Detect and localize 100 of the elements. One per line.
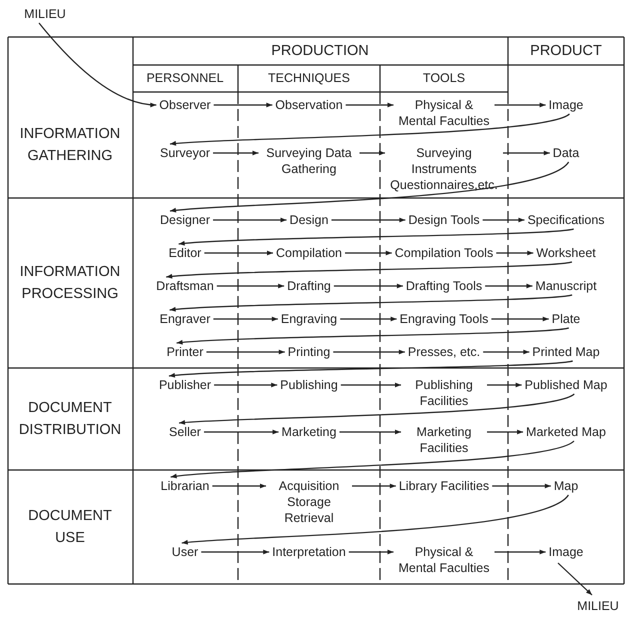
arrow	[333, 350, 405, 354]
arrow	[346, 102, 394, 108]
column-header: PERSONNEL	[146, 70, 224, 87]
arrow	[178, 228, 574, 246]
flow-label: Image	[548, 544, 584, 560]
flow-label: Engraving	[280, 311, 338, 327]
flow-label: Presses, etc.	[408, 344, 480, 360]
flow-label: Surveying Data Gathering	[262, 145, 356, 177]
arrow	[491, 316, 549, 322]
flow-label: Map	[554, 478, 578, 494]
flow-label: Librarian	[160, 478, 210, 494]
arrow	[213, 218, 287, 222]
arrow	[360, 150, 385, 156]
arrow	[204, 250, 273, 256]
flow-label: Plate	[552, 311, 580, 327]
arrow	[492, 484, 551, 488]
flow-label: Image	[548, 97, 584, 113]
flow-label: Library Facilities	[398, 478, 490, 494]
row-header: INFORMATION GATHERING	[18, 125, 122, 166]
flow-label: Publishing Facilities	[404, 377, 484, 409]
flow-label: Interpretation	[272, 544, 346, 560]
arrow	[170, 113, 570, 146]
flow-label: Drafting	[287, 278, 331, 294]
arrow	[212, 484, 266, 488]
flow-label: Acquisition Storage Retrieval	[269, 478, 349, 526]
arrow	[485, 284, 532, 288]
flow-label: MILIEU	[24, 6, 66, 22]
arrow	[206, 350, 285, 354]
arrow	[214, 382, 278, 388]
flow-label: Published Map	[524, 377, 608, 393]
flow-label: Designer	[160, 212, 210, 228]
flow-label: Observation	[275, 97, 343, 113]
flow-label: Specifications	[527, 212, 605, 228]
column-header: TECHNIQUES	[268, 70, 350, 87]
arrow	[487, 430, 524, 434]
flow-label: Printed Map	[532, 344, 600, 360]
flow-label: Surveying Instruments Questionnaires,etc.	[388, 145, 500, 193]
arrow	[178, 393, 574, 425]
row-header: DOCUMENT USE	[27, 507, 113, 548]
flow-label: Compilation Tools	[394, 245, 494, 261]
flow-label: Data	[552, 145, 580, 161]
flow-label: Engraver	[160, 311, 210, 327]
arrow	[216, 284, 284, 288]
arrow	[331, 218, 406, 222]
flow-label: Draftsman	[156, 278, 214, 294]
arrow	[352, 484, 396, 488]
flow-label: Worksheet	[536, 245, 596, 261]
flow-label: Observer	[159, 97, 211, 113]
arrow	[558, 562, 592, 596]
arrow	[182, 494, 569, 545]
flow-label: Marketing	[282, 424, 336, 440]
flow-label: User	[172, 544, 198, 560]
flow-label: Drafting Tools	[406, 278, 482, 294]
flow-label: Design Tools	[408, 212, 480, 228]
arrow	[340, 382, 401, 388]
arrow	[339, 430, 401, 434]
flow-label: Marketing Facilities	[404, 424, 484, 456]
flow-label: Marketed Map	[526, 424, 606, 440]
row-header: DOCUMENT DISTRIBUTION	[18, 399, 122, 440]
arrow	[170, 440, 574, 479]
arrow	[345, 250, 392, 256]
arrow	[483, 350, 530, 354]
arrow	[334, 284, 403, 288]
flow-label: Publisher	[158, 377, 212, 393]
arrow	[170, 162, 569, 213]
flow-label: Surveyor	[160, 145, 210, 161]
flow-label: Printer	[166, 344, 204, 360]
column-header: PRODUCT	[530, 42, 602, 61]
arrow	[494, 102, 546, 108]
arrow	[214, 102, 272, 108]
column-header: TOOLS	[422, 70, 466, 87]
flow-label: Physical & Mental Faculties	[396, 97, 492, 129]
arrow	[170, 294, 572, 312]
arrow	[503, 150, 550, 156]
arrow	[201, 550, 270, 554]
arrow	[340, 316, 397, 322]
arrow	[38, 22, 156, 107]
flow-label: Printing	[288, 344, 330, 360]
arrow	[176, 327, 569, 345]
arrow	[213, 316, 278, 322]
flow-label: Physical & Mental Faculties	[396, 544, 492, 576]
flow-label: MILIEU	[577, 598, 619, 614]
arrow	[168, 360, 573, 378]
arrow	[496, 250, 534, 256]
arrow	[487, 382, 522, 388]
row-header: INFORMATION PROCESSING	[18, 263, 122, 304]
flow-label: Design	[290, 212, 328, 228]
arrow	[204, 430, 279, 434]
flow-label: Seller	[169, 424, 201, 440]
arrow	[348, 550, 394, 554]
column-header: PRODUCTION	[271, 42, 369, 61]
flow-label: Publishing	[280, 377, 338, 393]
flow-label: Manuscript	[535, 278, 597, 294]
arrow	[494, 550, 546, 554]
flow-label: Editor	[168, 245, 202, 261]
flow-label: Engraving Tools	[400, 311, 488, 327]
arrow	[482, 218, 524, 222]
arrow	[213, 150, 258, 156]
arrow	[166, 261, 572, 279]
flow-label: Compilation	[276, 245, 342, 261]
